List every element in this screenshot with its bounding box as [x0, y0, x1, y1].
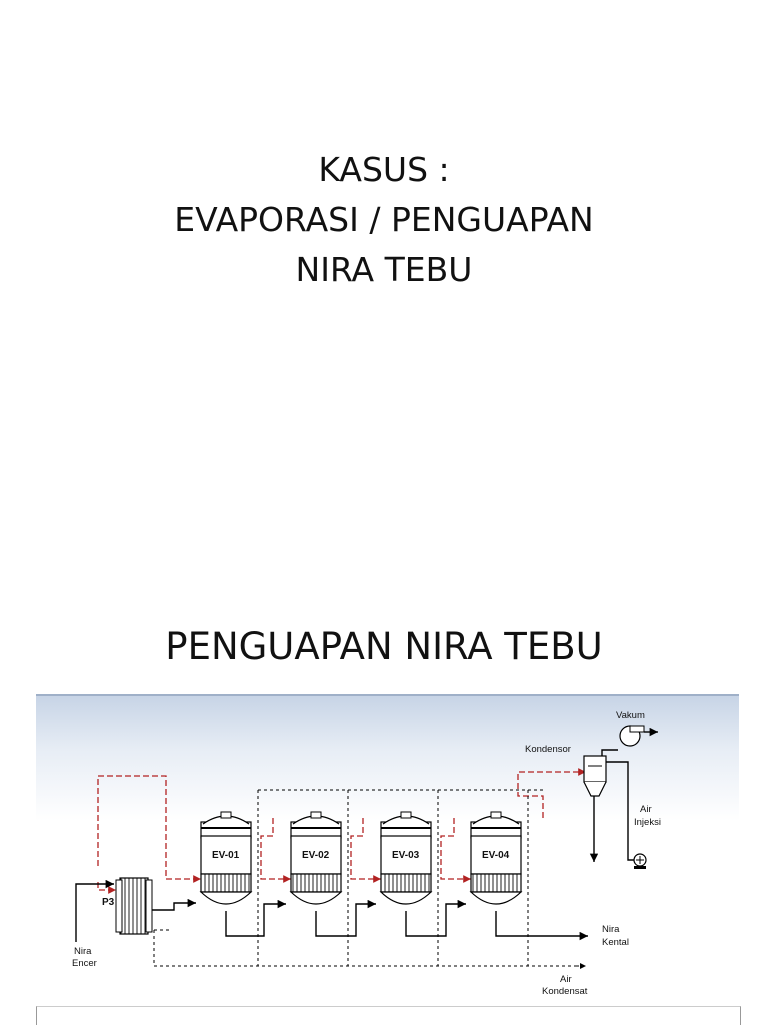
evaporator-ev-03: [379, 811, 433, 905]
ev-01-label: EV-01: [212, 850, 240, 861]
air-kondensat-label-1: Air: [560, 974, 572, 985]
evaporator-ev-01: [199, 811, 253, 905]
process-lines: [75, 727, 658, 942]
nira-kental-label-2: Kental: [602, 937, 629, 948]
nira-encer-label-2: Encer: [72, 958, 97, 969]
air-injeksi-label-1: Air: [640, 804, 652, 815]
condenser: [583, 755, 607, 797]
water-pump-icon: [633, 853, 647, 869]
kondensor-label: Kondensor: [525, 744, 571, 755]
air-injeksi-label-2: Injeksi: [634, 817, 661, 828]
nira-kental-label-1: Nira: [602, 924, 620, 935]
ev-04-label: EV-04: [482, 850, 510, 861]
ev-02-label: EV-02: [302, 850, 330, 861]
nira-encer-label-1: Nira: [74, 946, 92, 957]
evaporator-ev-04: [469, 811, 523, 905]
heat-exchanger-p3: [115, 877, 153, 935]
process-flow-diagram: EV-01 EV-02 EV-03 EV-04 Vakum Kondensor …: [36, 694, 739, 994]
ev-03-label: EV-03: [392, 850, 420, 861]
evaporator-ev-02: [289, 811, 343, 905]
slide1-title-line1: KASUS :: [318, 150, 450, 189]
slide1-title-line3: NIRA TEBU: [295, 250, 473, 289]
vakum-label: Vakum: [616, 710, 645, 721]
p3-label: P3: [102, 897, 115, 908]
vacuum-pump-icon: [619, 725, 645, 747]
slide1-title-line2: EVAPORASI / PENGUAPAN: [174, 200, 594, 239]
slide2-title: PENGUAPAN NIRA TEBU: [165, 625, 603, 668]
next-slide-edge: [36, 1006, 741, 1025]
air-kondensat-label-2: Kondensat: [542, 986, 588, 994]
